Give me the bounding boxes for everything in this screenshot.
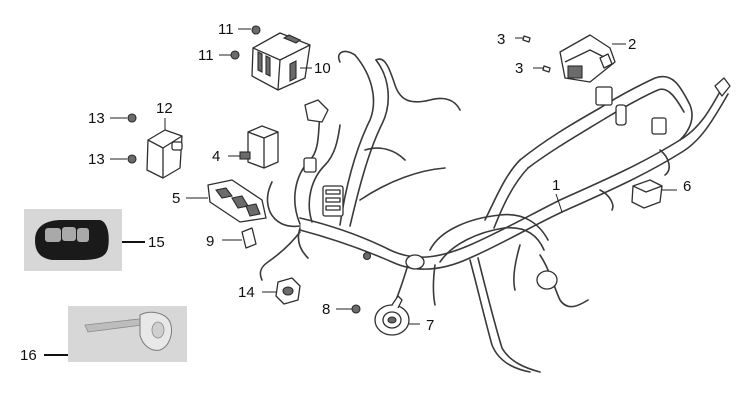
bolt-11a: [238, 25, 261, 35]
callout-15: 15: [148, 234, 165, 251]
key-button: [45, 228, 61, 242]
callout-1: 1: [552, 177, 560, 194]
callout-3a: 3: [497, 31, 505, 48]
harness-connectors: [303, 77, 731, 290]
control-module: [559, 34, 616, 83]
callout-6: 6: [683, 178, 691, 195]
callout-7: 7: [426, 317, 434, 334]
callout-4: 4: [212, 148, 220, 165]
callout-11a: 11: [218, 21, 234, 38]
horn: [374, 295, 420, 336]
switch-connector: [186, 179, 267, 223]
key-button: [77, 228, 89, 242]
callout-12: 12: [156, 100, 173, 117]
callout-10: 10: [314, 60, 331, 77]
relay: [228, 125, 279, 169]
sensor-plug: [222, 227, 257, 249]
callout-2: 2: [628, 36, 636, 53]
harness-connector: [615, 104, 627, 126]
bolt-13b: [110, 154, 137, 164]
connector-pins: [325, 205, 341, 211]
harness-connector: [303, 157, 317, 173]
callout-13b: 13: [88, 151, 105, 168]
screw-3a: [515, 35, 531, 43]
sensor-module: [146, 118, 183, 179]
fuse-box: [251, 32, 311, 91]
callout-13a: 13: [88, 110, 105, 127]
callout-5: 5: [172, 190, 180, 207]
bolt-11b: [219, 50, 240, 60]
harness-connector: [595, 86, 613, 106]
key-ring-hole: [151, 321, 165, 339]
small-relay: [631, 179, 677, 209]
connector-pins: [325, 189, 341, 195]
callout-3b: 3: [515, 60, 523, 77]
callout-9: 9: [206, 233, 214, 250]
key-fob-photo: [24, 209, 145, 271]
callout-16: 16: [20, 347, 37, 364]
nut: [362, 251, 372, 261]
callout-11b: 11: [198, 47, 214, 64]
harness-connector: [304, 99, 329, 123]
bolt-8: [336, 304, 361, 314]
mechanical-key-photo: [44, 306, 187, 362]
fitting: [262, 277, 301, 305]
harness-end-terminal: [714, 77, 731, 97]
harness-grommet: [536, 270, 558, 290]
screw-3b: [533, 65, 551, 73]
harness-clamp: [405, 254, 425, 270]
callout-8: 8: [322, 301, 330, 318]
connector-pins: [325, 197, 341, 203]
callout-14: 14: [238, 284, 255, 301]
bolt-13a: [110, 113, 137, 123]
key-button: [62, 227, 76, 241]
harness-connector: [651, 117, 667, 135]
lead-line-1: [555, 193, 563, 213]
wiring-harness: [259, 50, 729, 373]
